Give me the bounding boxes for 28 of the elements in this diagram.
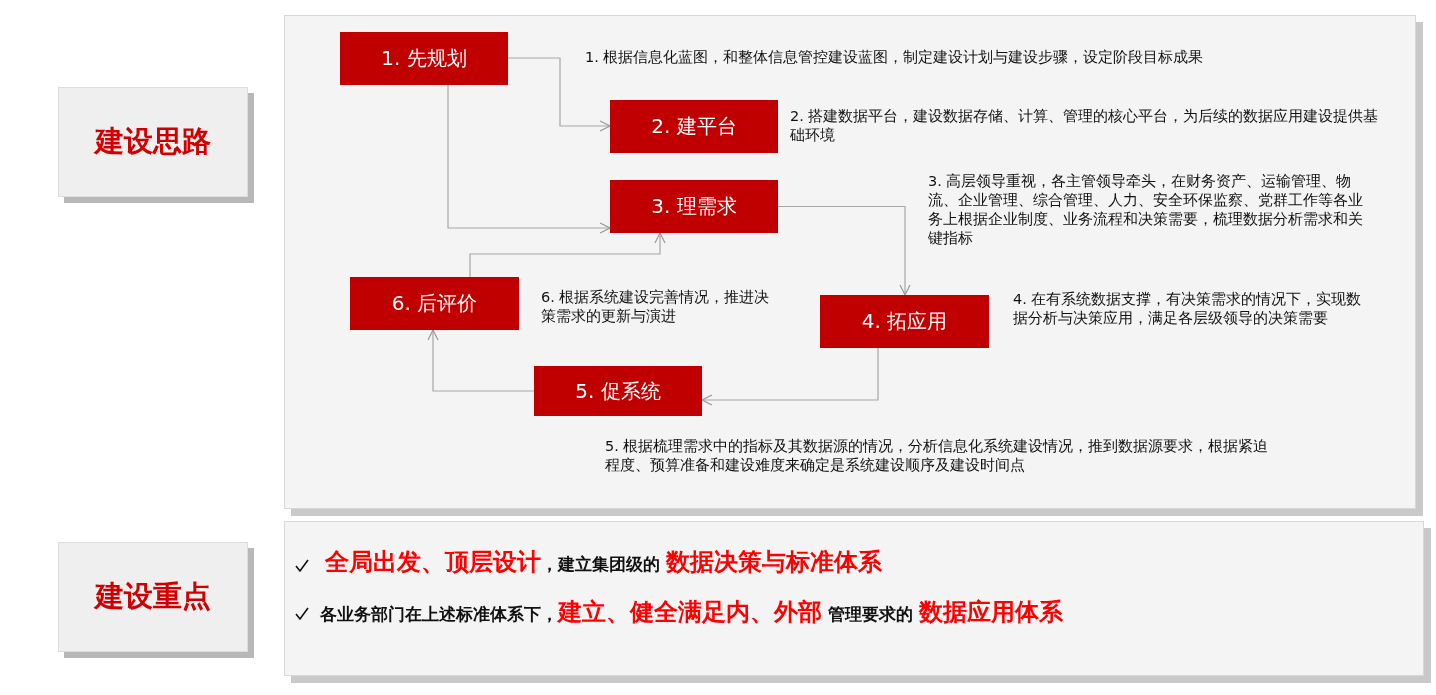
arrow bbox=[507, 57, 611, 132]
process-box bbox=[820, 295, 989, 348]
node-label: 4. 拓应用 bbox=[861, 308, 948, 335]
process-box bbox=[610, 180, 778, 233]
description-text: 2. 搭建数据平台，建设数据存储、计算、管理的核心平台，为后续的数据应用建设提供基础环境 bbox=[790, 107, 1380, 145]
process-box bbox=[350, 277, 519, 330]
arrow bbox=[701, 347, 879, 406]
node-label: 建设重点 bbox=[95, 578, 211, 615]
process-box bbox=[610, 100, 778, 153]
node-label: 建设思路 bbox=[95, 123, 211, 160]
description-text: 4. 在有系统数据支撑，有决策需求的情况下，实现数据分析与决策应用，满足各层级领导的决策需要 bbox=[1013, 290, 1363, 328]
process-box bbox=[340, 32, 508, 85]
arrow bbox=[777, 205, 911, 296]
arrow bbox=[469, 232, 666, 278]
description-text: 1. 根据信息化蓝图，和整体信息管控建设蓝图，制定建设计划与建设步骤，设定阶段目标成果 bbox=[585, 48, 1205, 67]
arrow bbox=[427, 329, 535, 392]
node-label: 6. 后评价 bbox=[391, 290, 478, 317]
arrow bbox=[447, 84, 611, 234]
node-label: 2. 建平台 bbox=[651, 113, 737, 140]
description-text: 3. 高层领导重视，各主管领导牵头，在财务资产、运输管理、物流、企业管理、综合管理、人力、安全环保监察、党群工作等各业务上根据企业制度、业务流程和决策需要，梳理数据分析需求和关键指标 bbox=[928, 172, 1364, 248]
node-label: 3. 理需求 bbox=[651, 193, 737, 220]
description-text: 6. 根据系统建设完善情况，推进决策需求的更新与演进 bbox=[541, 288, 771, 326]
process-box bbox=[534, 366, 702, 416]
node-label: 5. 促系统 bbox=[575, 377, 661, 405]
bullet-text: 各业务部门在上述标准体系下，建立、健全满足内、外部 管理要求的 数据应用体系 bbox=[320, 597, 1063, 628]
bullet-text: 全局出发、顶层设计，建立集团级的 数据决策与标准体系 bbox=[325, 547, 882, 578]
node-label: 1. 先规划 bbox=[381, 45, 467, 72]
description-text: 5. 根据梳理需求中的指标及其数据源的情况，分析信息化系统建设情况，推到数据源要求，根据紧迫程度、预算准备和建设难度来确定是系统建设顺序及建设时间点 bbox=[605, 437, 1270, 475]
